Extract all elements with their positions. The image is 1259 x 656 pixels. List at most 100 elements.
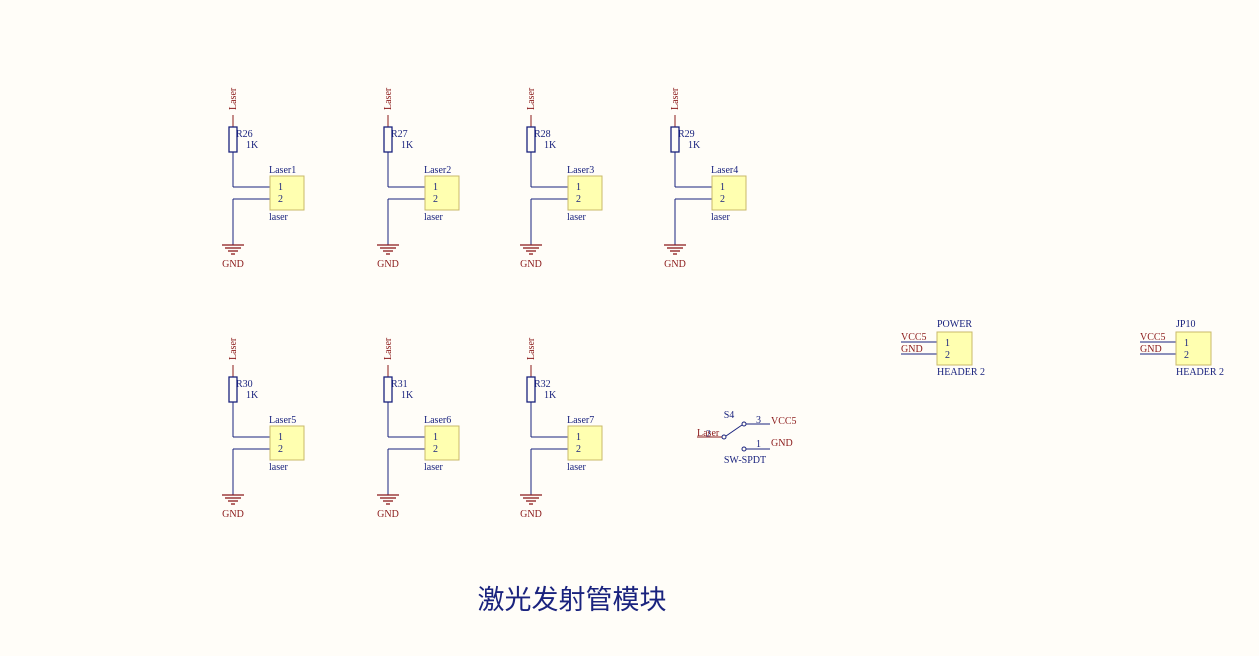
connector-pin-2: 2	[576, 194, 581, 205]
connector-pin-1: 1	[433, 182, 438, 193]
switch-ref: S4	[724, 410, 735, 421]
header-pin-2: 2	[945, 350, 950, 361]
resistor-value: 1K	[246, 390, 259, 401]
connector-pin-2: 2	[278, 194, 283, 205]
connector-value: laser	[269, 212, 289, 223]
switch-common-pin: 2	[706, 429, 711, 440]
resistor-value: 1K	[401, 390, 414, 401]
header-net-2: GND	[1140, 344, 1162, 355]
connector-value: laser	[269, 462, 289, 473]
connector-body	[269, 175, 305, 211]
header-value: HEADER 2	[937, 367, 985, 378]
connector-pin-2: 2	[720, 194, 725, 205]
resistor-value: 1K	[688, 140, 701, 151]
resistor-ref: R27	[391, 129, 408, 140]
resistor-ref: R29	[678, 129, 695, 140]
net-label-laser: Laser	[526, 337, 537, 360]
connector-value: laser	[711, 212, 731, 223]
header-net-2: GND	[901, 344, 923, 355]
header-pin-2: 2	[1184, 350, 1189, 361]
connector-pin-2: 2	[576, 444, 581, 455]
ground-label: GND	[222, 509, 244, 520]
switch-lever	[725, 424, 743, 437]
net-label-laser: Laser	[670, 87, 681, 110]
resistor-value: 1K	[401, 140, 414, 151]
connector-ref: Laser3	[567, 165, 594, 176]
connector-body	[567, 425, 603, 461]
connector-body	[711, 175, 747, 211]
header-body	[1175, 331, 1212, 366]
resistor-ref: R30	[236, 379, 253, 390]
header-net-1: VCC5	[1140, 332, 1166, 343]
resistor-ref: R26	[236, 129, 253, 140]
switch-common-net: Laser	[697, 428, 720, 439]
header-ref: JP10	[1176, 319, 1195, 330]
connector-pin-2: 2	[278, 444, 283, 455]
connector-ref: Laser5	[269, 415, 296, 426]
header-body	[936, 331, 973, 366]
net-label-laser: Laser	[383, 87, 394, 110]
resistor-value: 1K	[544, 140, 557, 151]
net-label-laser: Laser	[526, 87, 537, 110]
connector-ref: Laser2	[424, 165, 451, 176]
connector-value: laser	[567, 462, 587, 473]
connector-ref: Laser6	[424, 415, 451, 426]
header-pin-1: 1	[945, 338, 950, 349]
net-label-laser: Laser	[228, 87, 239, 110]
connector-ref: Laser1	[269, 165, 296, 176]
ground-label: GND	[520, 259, 542, 270]
resistor-ref: R32	[534, 379, 551, 390]
switch-vcc-net: VCC5	[771, 416, 797, 427]
header-value: HEADER 2	[1176, 367, 1224, 378]
connector-pin-2: 2	[433, 194, 438, 205]
switch-gnd-net: GND	[771, 438, 793, 449]
resistor-ref: R31	[391, 379, 408, 390]
connector-ref: Laser4	[711, 165, 738, 176]
ground-label: GND	[377, 259, 399, 270]
connector-value: laser	[424, 462, 444, 473]
net-label-laser: Laser	[383, 337, 394, 360]
connector-body	[424, 175, 460, 211]
switch-pin-1: 1	[756, 439, 761, 450]
resistor-value: 1K	[246, 140, 259, 151]
sheet-title: 激光发射管模块	[478, 585, 667, 616]
resistor-ref: R28	[534, 129, 551, 140]
connector-body	[424, 425, 460, 461]
connector-pin-1: 1	[278, 182, 283, 193]
resistor-value: 1K	[544, 390, 557, 401]
laser-circuits: LaserR261KLaser112laserGNDLaserR271KLase…	[222, 87, 747, 520]
net-label-laser: Laser	[228, 337, 239, 360]
connector-value: laser	[567, 212, 587, 223]
ground-label: GND	[222, 259, 244, 270]
switch-contact-1	[741, 446, 747, 452]
connector-pin-1: 1	[278, 432, 283, 443]
connector-value: laser	[424, 212, 444, 223]
connector-pin-1: 1	[576, 182, 581, 193]
ground-label: GND	[664, 259, 686, 270]
switch-value: SW-SPDT	[724, 455, 766, 466]
connector-pin-1: 1	[720, 182, 725, 193]
connector-pin-2: 2	[433, 444, 438, 455]
ground-label: GND	[377, 509, 399, 520]
ground-label: GND	[520, 509, 542, 520]
header-net-1: VCC5	[901, 332, 927, 343]
switch-pin-3: 3	[756, 415, 761, 426]
header-pin-1: 1	[1184, 338, 1189, 349]
connector-pin-1: 1	[433, 432, 438, 443]
connector-body	[269, 425, 305, 461]
switch-common-contact	[721, 434, 727, 440]
connector-ref: Laser7	[567, 415, 594, 426]
connector-body	[567, 175, 603, 211]
header-ref: POWER	[937, 319, 972, 330]
